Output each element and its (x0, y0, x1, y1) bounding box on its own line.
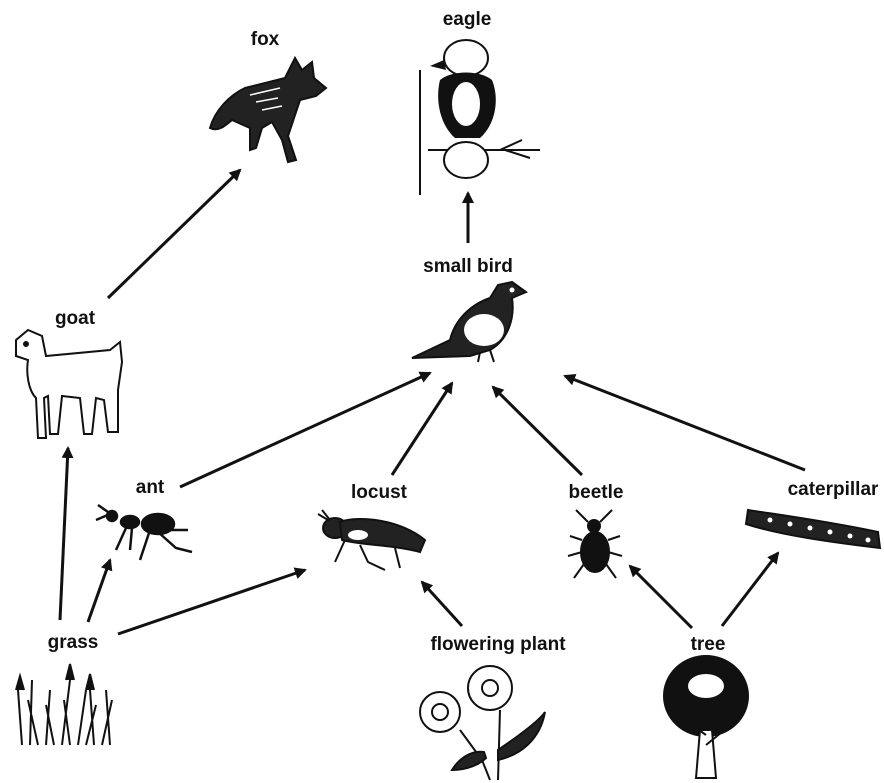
arrow-grass-to-locust (117, 567, 307, 636)
label-fox: fox (251, 29, 280, 50)
label-locust: locust (351, 482, 408, 503)
small-bird-illustration (411, 280, 529, 363)
label-ant: ant (136, 477, 165, 498)
label-tree: tree (691, 634, 726, 655)
arrow-goat-to-fox (106, 168, 242, 300)
arrow-tree-to-caterpillar (720, 551, 780, 627)
caterpillar-illustration (744, 508, 882, 550)
arrow-caterpillar-to-small-bird (563, 374, 806, 472)
label-eagle: eagle (443, 9, 492, 30)
feeding-arrows (58, 168, 806, 636)
tree-illustration (663, 655, 749, 779)
flowering-plant-illustration (419, 665, 546, 781)
label-flowering-plant: flowering plant (430, 634, 566, 655)
arrow-grass-to-goat (58, 446, 74, 621)
goat-illustration (15, 328, 124, 439)
eagle-illustration (419, 39, 540, 195)
arrow-tree-to-beetle (628, 564, 694, 630)
arrow-ant-to-small-bird (179, 371, 432, 489)
fox-illustration (208, 55, 328, 164)
grass-illustration (15, 663, 113, 746)
label-beetle: beetle (569, 482, 624, 503)
arrow-flowering-plant-to-locust (420, 580, 464, 628)
arrow-locust-to-small-bird (390, 381, 454, 476)
label-grass: grass (48, 632, 99, 653)
arrow-beetle-to-small-bird (491, 385, 584, 477)
label-caterpillar: caterpillar (788, 479, 879, 500)
label-small-bird: small bird (423, 256, 513, 277)
locust-illustration (317, 509, 427, 571)
arrow-grass-to-ant (86, 558, 113, 623)
beetle-illustration (567, 509, 623, 579)
ant-illustration (95, 503, 193, 561)
label-goat: goat (55, 308, 96, 329)
